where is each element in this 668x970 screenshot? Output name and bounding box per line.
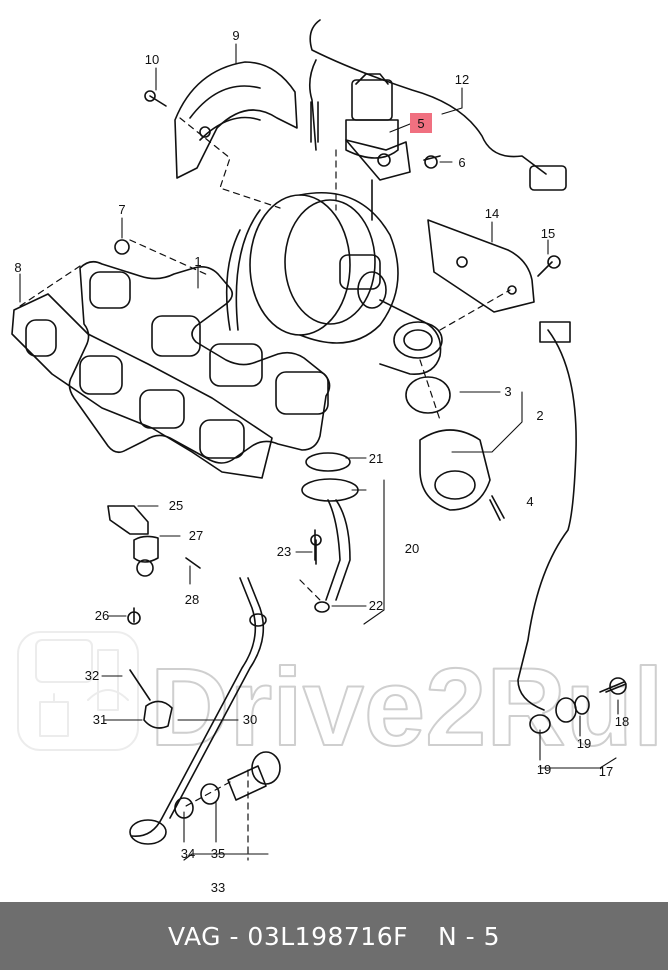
fasteners	[114, 90, 627, 695]
callout-4: 4	[526, 494, 533, 509]
callout-15: 15	[541, 226, 555, 241]
callout-23: 23	[277, 544, 291, 559]
callout-26: 26	[95, 608, 109, 623]
callout-20: 20	[405, 541, 419, 556]
oil-supply-pipe	[129, 577, 267, 845]
callout-8: 8	[14, 260, 21, 275]
callout-33: 33	[211, 880, 225, 895]
callout-27: 27	[189, 528, 203, 543]
callout-31: 31	[93, 712, 107, 727]
oil-return-pipe	[301, 452, 359, 613]
callout-25: 25	[169, 498, 183, 513]
assembly-lines	[19, 117, 511, 861]
callout-12: 12	[455, 72, 469, 87]
part-footer: VAG - 03L198716F N - 5	[0, 902, 668, 970]
heat-shield	[174, 61, 298, 179]
exhaust-manifold	[68, 209, 331, 464]
callout-35: 35	[211, 846, 225, 861]
pipe-connector	[405, 376, 501, 521]
callout-32: 32	[85, 668, 99, 683]
manifold-gasket	[11, 293, 273, 479]
wastegate-actuator	[345, 73, 411, 221]
line-clamp-bracket	[107, 505, 159, 577]
callout-30: 30	[243, 712, 257, 727]
callout-7: 7	[118, 202, 125, 217]
callout-19-b: 19	[577, 736, 591, 751]
callout-18: 18	[615, 714, 629, 729]
callout-34: 34	[181, 846, 195, 861]
highlight-box	[410, 113, 432, 133]
callout-labels: 9 10 12 5 6 7 14 15 1 8 3 2 21 4 25 27 2…	[14, 28, 629, 895]
callout-6: 6	[458, 155, 465, 170]
support-bracket	[427, 219, 535, 313]
watermark-text: Drive2Ruli.ru	[150, 646, 668, 769]
part-code: VAG - 03L198716F	[167, 921, 408, 951]
parts-diagram: Drive2Ruli.ru	[11, 19, 668, 895]
callout-9: 9	[232, 28, 239, 43]
callout-28: 28	[185, 592, 199, 607]
callout-19-a: 19	[537, 762, 551, 777]
clip-and-bolt	[129, 669, 173, 729]
callout-1: 1	[194, 254, 201, 269]
callout-3: 3	[504, 384, 511, 399]
callout-2: 2	[536, 408, 543, 423]
turbocharger	[249, 191, 443, 375]
callout-21: 21	[369, 451, 383, 466]
callout-14: 14	[485, 206, 499, 221]
leader-lines	[19, 43, 619, 861]
position-label: N - 5	[437, 921, 501, 951]
callout-5: 5	[417, 116, 424, 131]
callout-10: 10	[145, 52, 159, 67]
vacuum-line	[308, 19, 567, 191]
watermark	[17, 631, 139, 751]
callout-17: 17	[599, 764, 613, 779]
callout-22: 22	[369, 598, 383, 613]
